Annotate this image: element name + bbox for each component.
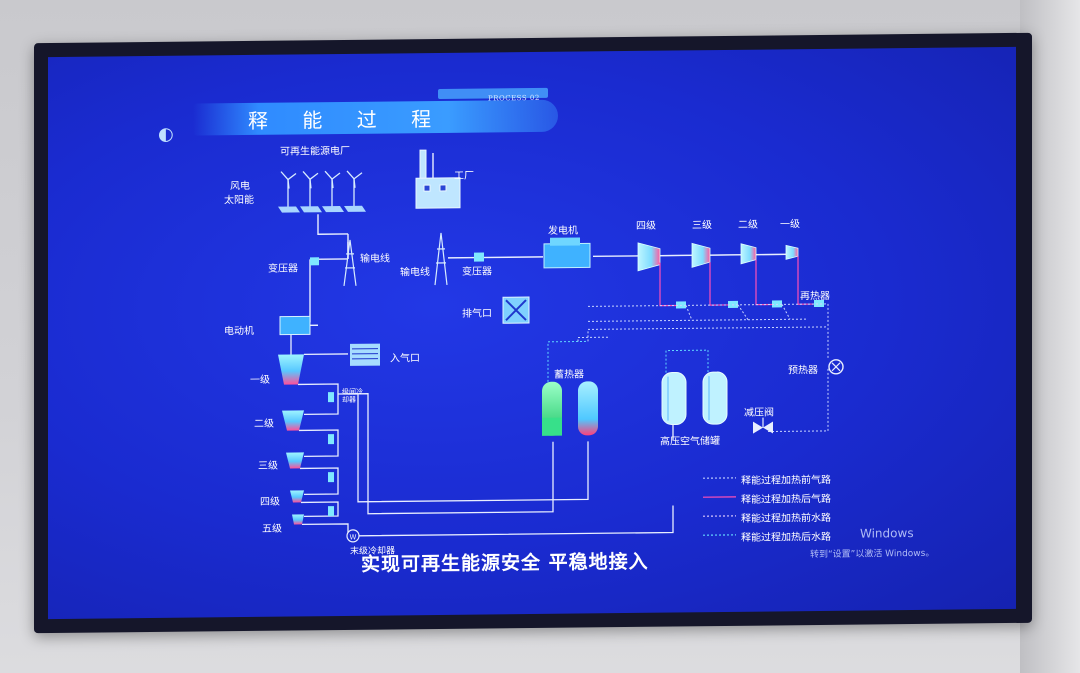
turbine-stage3-label: 三级 — [692, 220, 712, 232]
motor-label: 电动机 — [224, 325, 254, 338]
exhaust-label: 排气口 — [462, 308, 492, 320]
compressor-stage-icons — [278, 354, 304, 525]
compressor-piping — [290, 334, 674, 537]
exhaust-vent-icon — [502, 296, 530, 324]
activation-watermark-title: Windows — [860, 526, 914, 541]
activation-watermark-subtitle: 转到“设置”以激活 Windows。 — [810, 548, 935, 561]
hot-air-lines — [659, 256, 814, 307]
reheater-label: 再热器 — [800, 290, 830, 303]
factory-icon — [415, 149, 461, 209]
turbine-shaft — [660, 253, 786, 257]
solar-panel-icons — [278, 205, 366, 213]
compressor-stage1-label: 一级 — [250, 374, 270, 386]
generator-icon — [543, 237, 591, 269]
wind-turbine-icons — [280, 170, 363, 208]
air-inlet-label: 入气口 — [390, 353, 420, 365]
transformer-left-label: 变压器 — [268, 263, 298, 275]
renewable-plant-label: 可再生能源电厂 — [280, 145, 350, 158]
turbine-stage4-label: 四级 — [636, 220, 656, 232]
legend-item: 释能过程加热前气路 — [741, 474, 831, 487]
subtitle-caption: 实现可再生能源安全 平稳地接入 — [361, 550, 649, 576]
cold-air-dotted-lines — [577, 303, 829, 433]
compressor-stage5-label: 五级 — [262, 523, 282, 535]
transformer-right-icon — [474, 252, 484, 262]
turbine-stage1-label: 一级 — [780, 219, 800, 231]
wind-label: 风电 — [230, 180, 250, 193]
hp-tank-label: 高压空气储罐 — [660, 436, 720, 448]
transmission-tower-icons — [343, 232, 448, 287]
air-inlet-icon — [350, 343, 380, 366]
preheater-icon — [828, 359, 844, 375]
svg-text:W: W — [350, 533, 357, 541]
legend-item: 释能过程加热后气路 — [741, 493, 831, 506]
heat-storage-tanks — [542, 381, 598, 436]
generator-label: 发电机 — [548, 225, 578, 237]
compressor-stage3-label: 三级 — [258, 460, 278, 472]
monitor-screen: ◐ 释 能 过 程 PROCESS 02 — [48, 46, 1016, 620]
compressor-stage2-label: 二级 — [254, 418, 274, 430]
intercooler-label: 级间冷却器 — [342, 387, 363, 404]
pressure-valve-label: 减压阀 — [744, 407, 774, 419]
process-diagram: W — [278, 149, 844, 543]
intercooler-icons — [328, 392, 334, 517]
power-line-right-label: 输电线 — [400, 267, 430, 279]
preheater-label: 预热器 — [788, 365, 818, 377]
pressure-valve-icon — [753, 417, 773, 434]
factory-label: 工厂 — [454, 170, 474, 182]
solar-label: 太阳能 — [224, 194, 254, 207]
legend-item: 释能过程加热前水路 — [741, 512, 831, 525]
heat-storage-label: 蓄热器 — [554, 369, 584, 381]
turbine-icons — [637, 242, 799, 272]
legend-lines — [703, 477, 736, 536]
final-cooler-icon: W — [346, 529, 360, 543]
legend-item: 释能过程加热后水路 — [741, 531, 831, 544]
transformer-left-icon — [310, 257, 319, 266]
water-dotted-lines — [547, 340, 709, 390]
power-line-left-label: 输电线 — [360, 253, 390, 265]
turbine-stage2-label: 二级 — [738, 219, 758, 231]
high-pressure-tank-icons — [661, 371, 728, 426]
compressor-stage4-label: 四级 — [260, 496, 280, 508]
motor-icon — [279, 315, 318, 336]
transformer-right-label: 变压器 — [462, 266, 492, 278]
